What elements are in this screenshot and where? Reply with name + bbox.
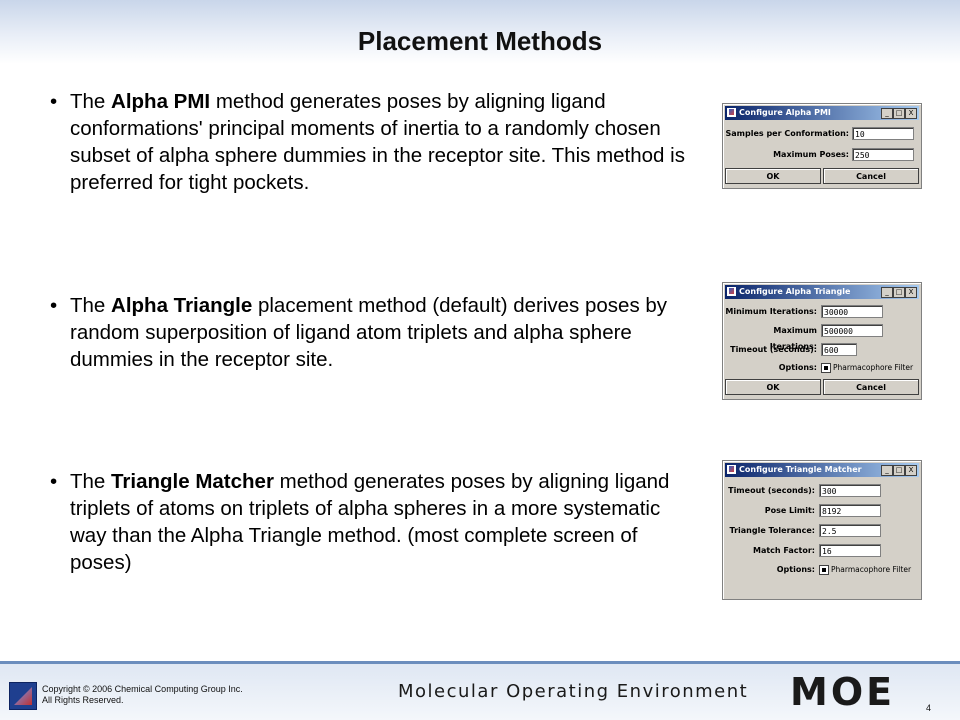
bullet-marker: • (50, 90, 58, 113)
pose-limit-input[interactable]: 8192 (819, 504, 881, 517)
close-icon[interactable]: X (905, 465, 917, 476)
dialog-title: Configure Alpha Triangle (739, 287, 851, 296)
ccg-logo-icon (9, 682, 37, 710)
copyright-line-2: All Rights Reserved. (42, 695, 124, 705)
minimize-icon[interactable]: _ (881, 108, 893, 119)
triangle-tolerance-input[interactable]: 2.5 (819, 524, 881, 537)
timeout-label: Timeout (seconds): (730, 345, 817, 354)
minimize-icon[interactable]: _ (881, 465, 893, 476)
timeout-input[interactable]: 300 (819, 484, 881, 497)
bullet-text: The Triangle Matcher method generates po… (70, 470, 670, 574)
pose-limit-label: Pose Limit: (764, 506, 815, 515)
ok-button[interactable]: OK (725, 168, 821, 184)
samples-input[interactable]: 10 (852, 127, 914, 140)
triangle-tolerance-label: Triangle Tolerance: (729, 526, 815, 535)
min-iterations-label: Minimum Iterations: (725, 307, 817, 316)
timeout-row: Timeout (seconds): 300 (723, 483, 921, 499)
close-icon[interactable]: X (905, 108, 917, 119)
pharmacophore-filter-label: Pharmacophore Filter (833, 363, 914, 372)
dialog-title: Configure Alpha PMI (739, 108, 831, 117)
match-factor-input[interactable]: 16 (819, 544, 881, 557)
dialog-title-bar[interactable]: Configure Alpha Triangle _ □ X (725, 285, 919, 299)
pharmacophore-filter-label: Pharmacophore Filter (831, 565, 912, 574)
method-name: Triangle Matcher (111, 470, 274, 493)
bullet-text: The Alpha PMI method generates poses by … (70, 90, 685, 194)
configure-alpha-pmi-dialog: Configure Alpha PMI _ □ X Samples per Co… (722, 103, 922, 189)
options-label: Options: (778, 363, 817, 372)
bullet-marker: • (50, 294, 58, 317)
close-icon[interactable]: X (905, 287, 917, 298)
copyright-notice: Copyright © 2006 Chemical Computing Grou… (42, 684, 243, 706)
dialog-title-bar[interactable]: Configure Alpha PMI _ □ X (725, 106, 919, 120)
dialog-title: Configure Triangle Matcher (739, 465, 862, 474)
app-icon (727, 287, 736, 296)
options-label: Options: (776, 565, 815, 574)
configure-alpha-triangle-dialog: Configure Alpha Triangle _ □ X Minimum I… (722, 282, 922, 400)
pharmacophore-filter-checkbox[interactable] (821, 363, 831, 373)
match-factor-label: Match Factor: (752, 546, 815, 555)
match-factor-row: Match Factor: 16 (723, 543, 921, 559)
product-name: Molecular Operating Environment (398, 681, 749, 702)
timeout-row: Timeout (seconds): 600 (723, 342, 921, 358)
page-title: Placement Methods (357, 26, 603, 56)
maximize-icon[interactable]: □ (893, 287, 905, 298)
bullet-text: The Alpha Triangle placement method (def… (70, 294, 668, 371)
dialog-title-bar[interactable]: Configure Triangle Matcher _ □ X (725, 463, 919, 477)
configure-triangle-matcher-dialog: Configure Triangle Matcher _ □ X Timeout… (722, 460, 922, 600)
footer-divider (0, 661, 960, 664)
options-row: Options: Pharmacophore Filter (723, 562, 921, 578)
timeout-label: Timeout (seconds): (728, 486, 815, 495)
samples-label: Samples per Conformation: (725, 129, 850, 138)
max-poses-input[interactable]: 250 (852, 148, 914, 161)
maximize-icon[interactable]: □ (893, 465, 905, 476)
bullet-marker: • (50, 470, 58, 493)
min-iterations-input[interactable]: 30000 (821, 305, 883, 318)
minimize-icon[interactable]: _ (881, 287, 893, 298)
max-poses-row: Maximum Poses: 250 (723, 147, 921, 163)
samples-row: Samples per Conformation: 10 (723, 126, 921, 142)
options-row: Options: Pharmacophore Filter (723, 360, 921, 376)
cancel-button[interactable]: Cancel (823, 379, 919, 395)
pose-limit-row: Pose Limit: 8192 (723, 503, 921, 519)
max-poses-label: Maximum Poses: (773, 150, 849, 159)
method-name: Alpha Triangle (111, 294, 253, 317)
timeout-input[interactable]: 600 (821, 343, 857, 356)
max-iterations-row: Maximum Iterations: 500000 (723, 323, 921, 351)
pharmacophore-filter-checkbox[interactable] (819, 565, 829, 575)
footer-band (0, 664, 960, 720)
page-number: 4 (926, 703, 932, 713)
moe-logo: MOE (790, 670, 896, 714)
ok-button[interactable]: OK (725, 379, 821, 395)
header-band (0, 0, 960, 64)
copyright-line-1: Copyright © 2006 Chemical Computing Grou… (42, 684, 243, 694)
method-name: Alpha PMI (111, 90, 211, 113)
max-iterations-label: Maximum Iterations: (769, 326, 817, 351)
app-icon (727, 465, 736, 474)
max-iterations-input[interactable]: 500000 (821, 324, 883, 337)
triangle-tolerance-row: Triangle Tolerance: 2.5 (723, 523, 921, 539)
min-iterations-row: Minimum Iterations: 30000 (723, 304, 921, 320)
app-icon (727, 108, 736, 117)
maximize-icon[interactable]: □ (893, 108, 905, 119)
cancel-button[interactable]: Cancel (823, 168, 919, 184)
